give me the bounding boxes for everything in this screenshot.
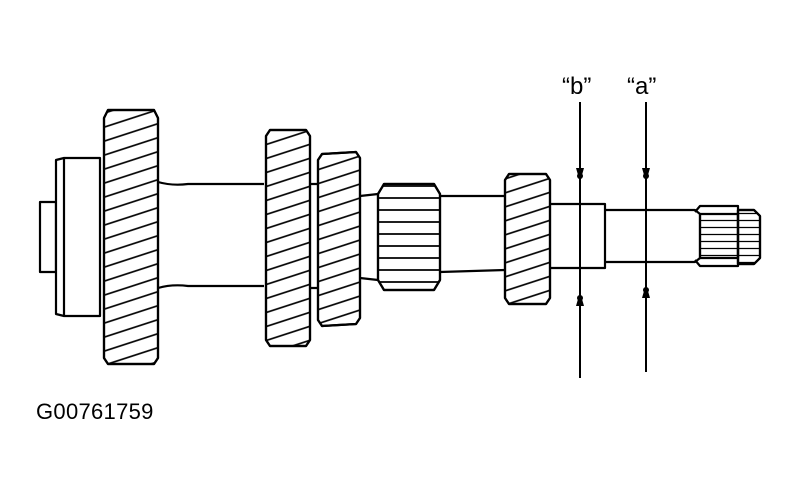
shaft-step xyxy=(605,208,702,264)
fourth-helical-gear xyxy=(503,172,552,306)
third-helical-gear xyxy=(316,150,362,328)
figure-id: G00761759 xyxy=(36,399,154,424)
first-helical-gear xyxy=(102,108,160,366)
label-b: “b” xyxy=(562,73,591,100)
shaft-body xyxy=(157,180,264,290)
measurement-a: “a” xyxy=(627,73,656,372)
second-helical-gear xyxy=(264,128,312,348)
measurement-b: “b” xyxy=(562,73,591,378)
splined-end xyxy=(698,208,762,266)
label-a: “a” xyxy=(627,73,656,100)
shaft-stub xyxy=(38,200,58,274)
spur-hub xyxy=(376,182,442,292)
bearing xyxy=(54,156,102,318)
